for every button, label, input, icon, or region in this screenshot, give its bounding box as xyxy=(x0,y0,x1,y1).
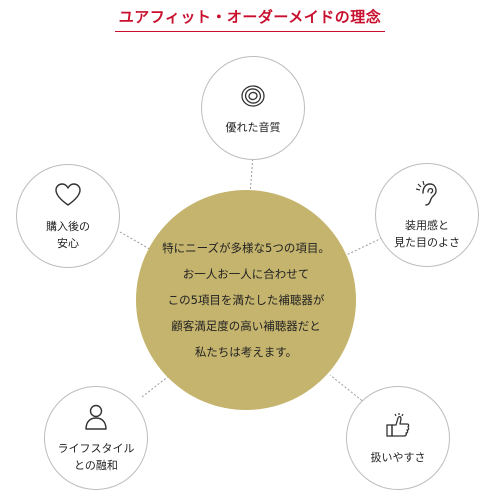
diagram-title-wrap: ユアフィット・オーダーメイドの理念 xyxy=(0,6,500,32)
node-label: 購入後の 安心 xyxy=(46,220,90,250)
heart-icon xyxy=(55,183,81,206)
node-ease-of-use: 扱いやすさ xyxy=(346,386,450,490)
diagram-title: ユアフィット・オーダーメイドの理念 xyxy=(114,6,386,32)
node-label: 扱いやすさ xyxy=(370,450,426,464)
person-icon xyxy=(85,404,107,430)
connector-line xyxy=(329,374,366,404)
center-text: 特にニーズが多様な5つの項目。 お一人お一人に合わせて この5項目を満たした補聴… xyxy=(162,241,330,359)
node-lifestyle: ライフスタイル との融和 xyxy=(44,386,148,490)
node-aftercare: 購入後の 安心 xyxy=(16,164,120,268)
node-sound-quality: 優れた音質 xyxy=(201,56,305,160)
connector-line xyxy=(141,374,171,398)
sound-coil-icon xyxy=(241,84,265,107)
thumbs-up-icon xyxy=(386,412,410,437)
ear-icon xyxy=(415,180,437,206)
node-label: 装用感と 見た目のよさ xyxy=(394,219,460,249)
center-circle: 特にニーズが多様な5つの項目。 お一人お一人に合わせて この5項目を満たした補聴… xyxy=(136,190,356,410)
connector-line xyxy=(249,154,254,196)
node-label: ライフスタイル との融和 xyxy=(57,442,135,472)
node-label: 優れた音質 xyxy=(225,120,281,134)
node-appearance: 装用感と 見た目のよさ xyxy=(375,163,479,267)
